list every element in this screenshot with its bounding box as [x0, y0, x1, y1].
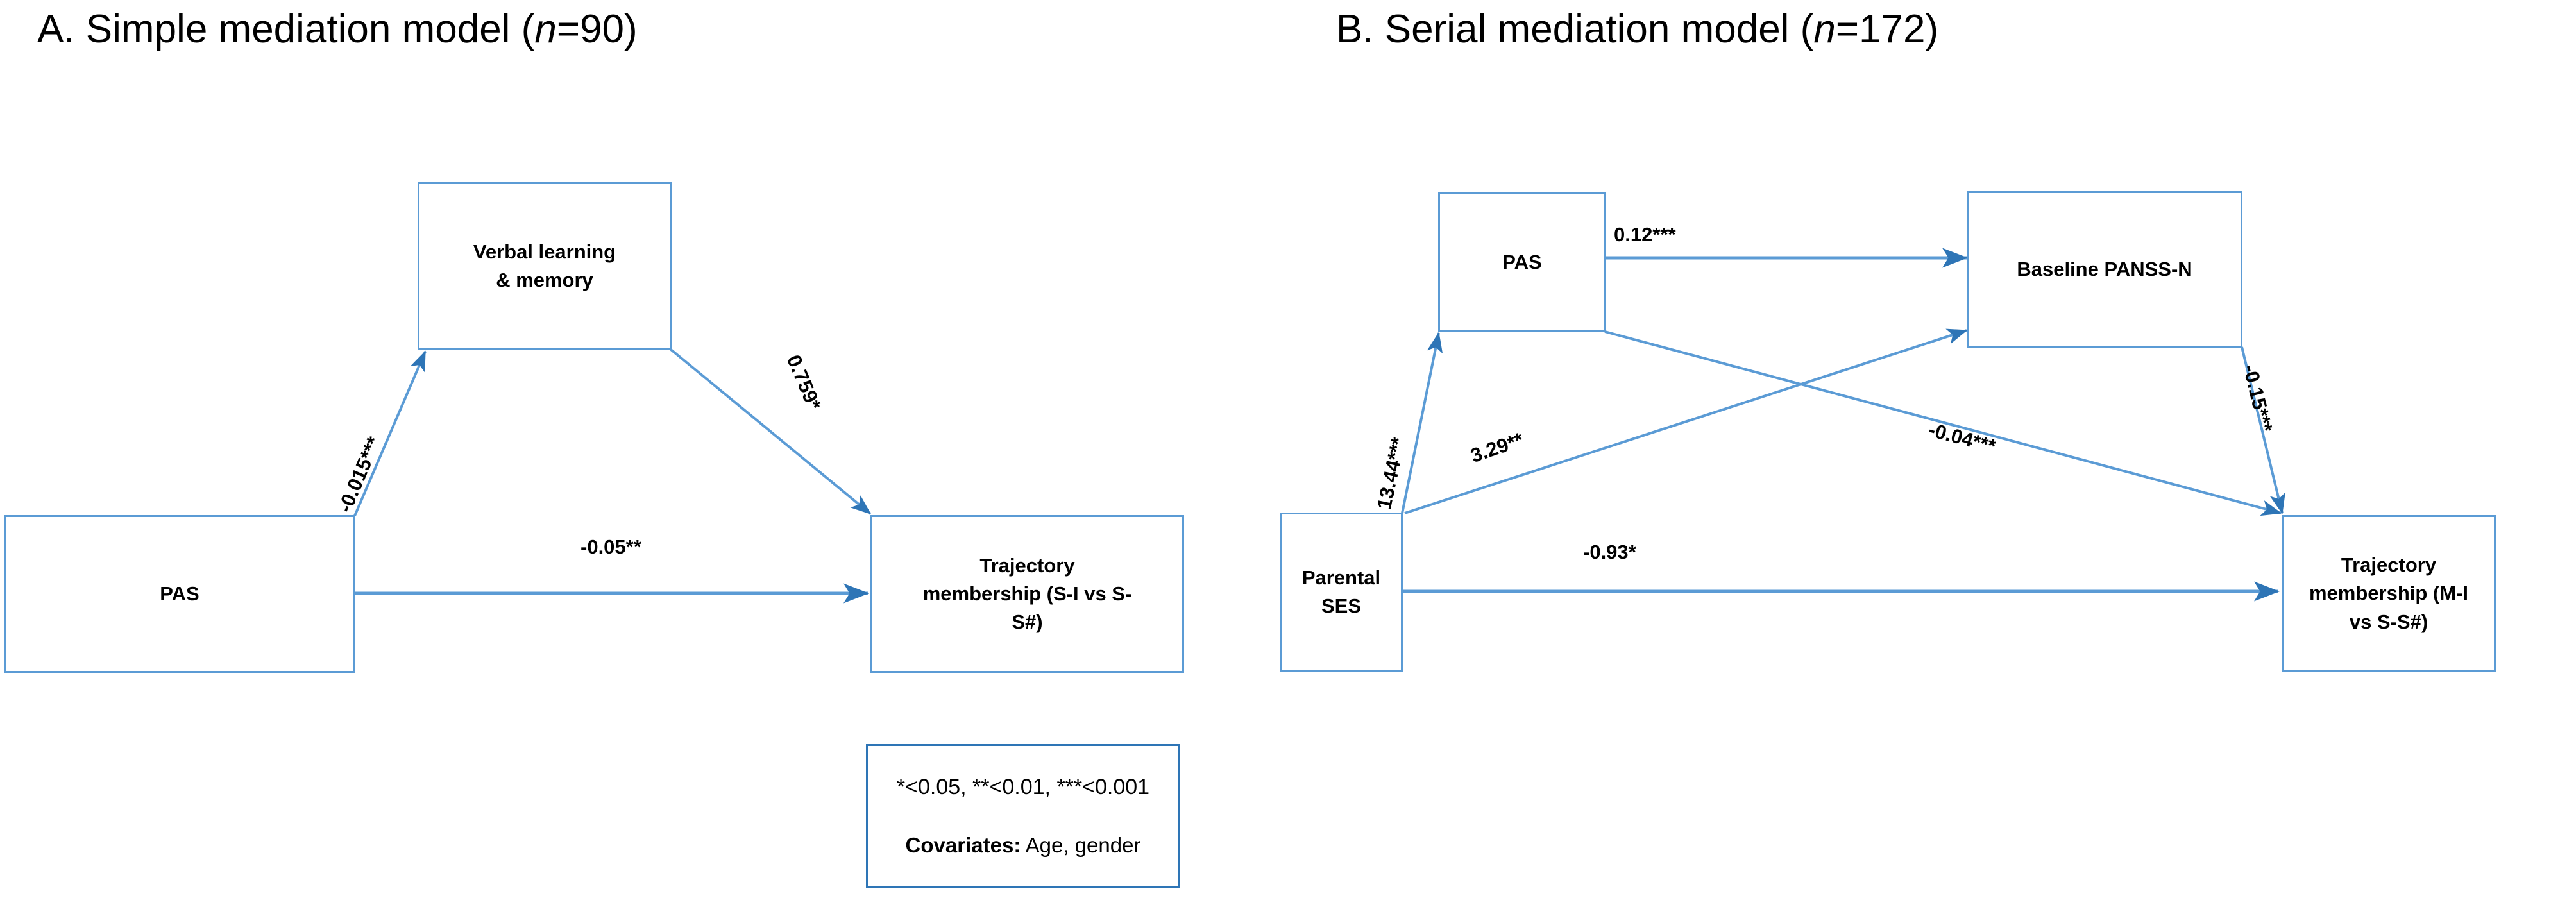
node-a-mediator-label: Verbal learning & memory — [473, 240, 616, 291]
b-path-ses-panss-line — [1404, 328, 1968, 514]
a-path-b-line — [670, 348, 872, 515]
label-b-path-pas-panss: 0.12*** — [1614, 223, 1676, 246]
node-b-ses[interactable]: Parental SES — [1280, 513, 1403, 672]
label-a-path-a: -0.015*** — [334, 433, 386, 516]
panel-b-title: B. Serial mediation model (n=172) — [1336, 6, 1938, 52]
b-path-ses-pas-line — [1401, 332, 1443, 514]
legend-covariates-label: Covariates: — [905, 833, 1021, 857]
node-b-outcome-label: Trajectory membership (M-I vs S-S#) — [2309, 554, 2469, 633]
node-a-pas-label: PAS — [160, 582, 199, 605]
label-b-path-direct: -0.93* — [1583, 541, 1636, 563]
legend-covariates-value: Age, gender — [1021, 833, 1141, 857]
label-b-path-panss-out: -0.15*** — [2239, 362, 2277, 435]
node-a-mediator[interactable]: Verbal learning & memory — [418, 182, 672, 350]
legend-significance: *<0.05, **<0.01, ***<0.001 — [896, 775, 1150, 799]
node-b-pas-label: PAS — [1502, 250, 1542, 273]
legend-box: *<0.05, **<0.01, ***<0.001 Covariates: A… — [866, 744, 1180, 888]
label-b-path-ses-panss: 3.29** — [1468, 428, 1527, 468]
node-b-outcome[interactable]: Trajectory membership (M-I vs S-S#) — [2282, 515, 2496, 672]
node-b-panss-label: Baseline PANSS-N — [2017, 257, 2192, 280]
node-a-outcome[interactable]: Trajectory membership (S-I vs S-S#) — [870, 515, 1184, 673]
panel-a-title-n: n — [534, 7, 557, 51]
label-b-path-pas-out: -0.04*** — [1926, 418, 1999, 458]
label-b-path-ses-pas: 13.44*** — [1373, 435, 1410, 512]
panel-a-title-suffix: =90) — [556, 7, 638, 51]
node-b-pas[interactable]: PAS — [1438, 192, 1606, 332]
node-b-panss[interactable]: Baseline PANSS-N — [1967, 191, 2242, 348]
panel-b-title-suffix: =172) — [1835, 7, 1939, 51]
panel-b-title-n: n — [1813, 7, 1836, 51]
panel-b-title-prefix: B. Serial mediation model ( — [1336, 7, 1814, 51]
node-a-outcome-label: Trajectory membership (S-I vs S-S#) — [922, 554, 1132, 633]
legend-covariates: Covariates: Age, gender — [906, 833, 1141, 858]
label-a-path-direct: -0.05** — [580, 536, 641, 558]
panel-a-title: A. Simple mediation model (n=90) — [37, 6, 638, 52]
node-b-ses-label: Parental SES — [1301, 566, 1381, 617]
label-a-path-b: 0.759* — [782, 352, 826, 414]
node-a-pas[interactable]: PAS — [4, 515, 355, 673]
panel-a-title-prefix: A. Simple mediation model ( — [37, 7, 535, 51]
